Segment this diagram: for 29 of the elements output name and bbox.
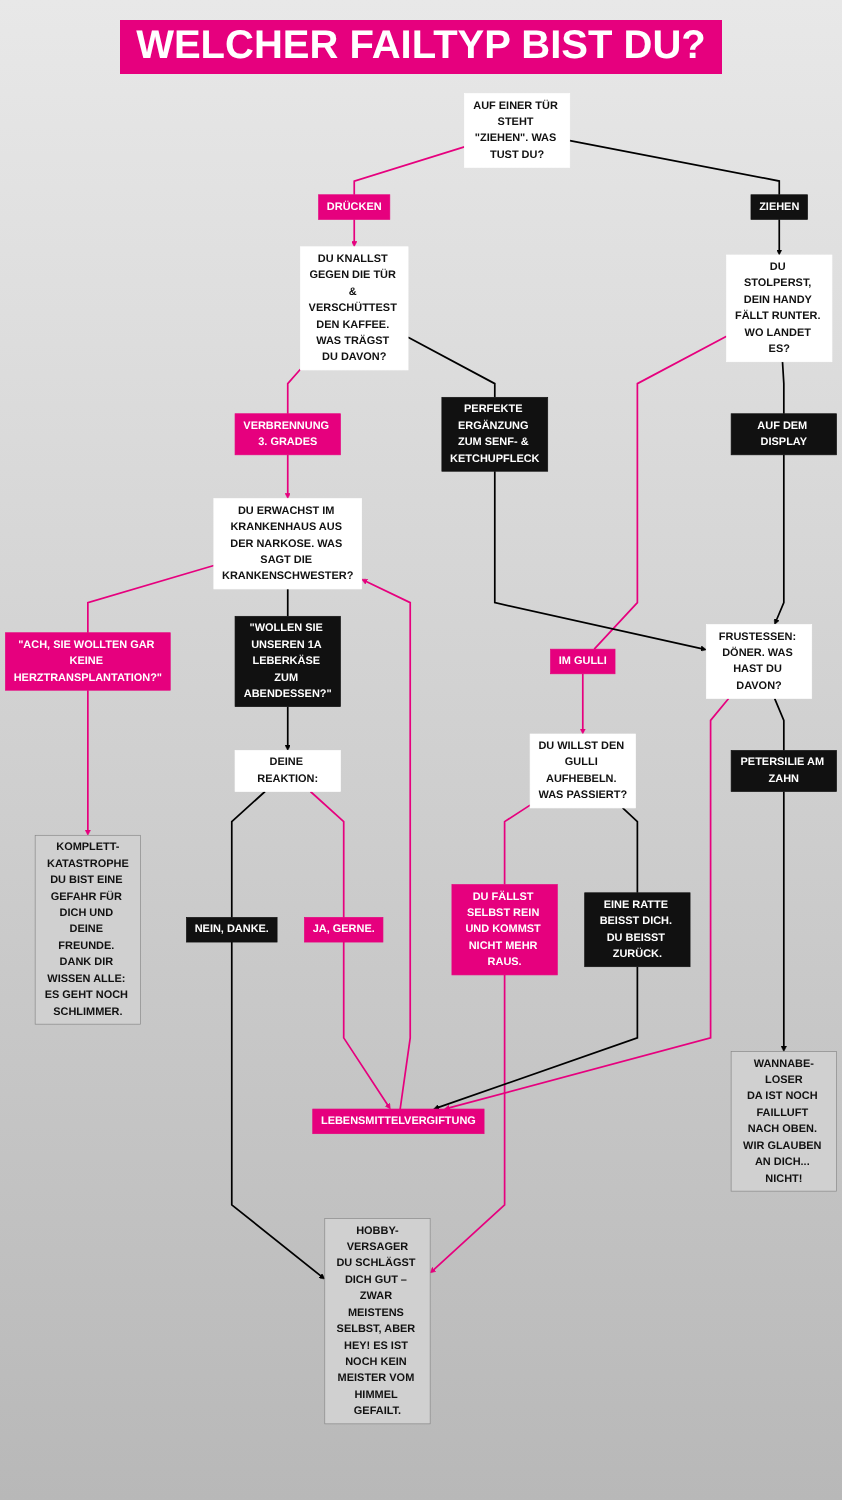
title: WELCHER FAILTYP BIST DU? bbox=[120, 20, 722, 74]
arrow bbox=[84, 689, 91, 836]
arrow bbox=[776, 218, 783, 256]
connector bbox=[87, 564, 215, 634]
arrow bbox=[493, 470, 707, 652]
connector bbox=[407, 336, 496, 399]
connector bbox=[593, 335, 728, 650]
connector bbox=[286, 368, 302, 415]
connector bbox=[309, 790, 345, 919]
connector bbox=[621, 807, 639, 894]
connector bbox=[568, 139, 781, 196]
connector bbox=[773, 697, 785, 752]
arrow bbox=[773, 453, 785, 625]
connector bbox=[353, 145, 466, 196]
arrow bbox=[284, 705, 291, 751]
arrow bbox=[433, 965, 639, 1111]
connector bbox=[503, 804, 531, 886]
arrow bbox=[429, 974, 506, 1274]
arrow bbox=[361, 578, 412, 1110]
connector bbox=[230, 790, 266, 919]
arrow bbox=[444, 697, 730, 1111]
arrow bbox=[342, 941, 391, 1110]
arrow bbox=[780, 790, 787, 1052]
connector bbox=[781, 360, 785, 415]
arrow bbox=[579, 672, 586, 735]
arrow bbox=[284, 453, 291, 499]
connector bbox=[286, 588, 289, 618]
arrow bbox=[230, 941, 326, 1280]
arrow bbox=[351, 218, 358, 248]
